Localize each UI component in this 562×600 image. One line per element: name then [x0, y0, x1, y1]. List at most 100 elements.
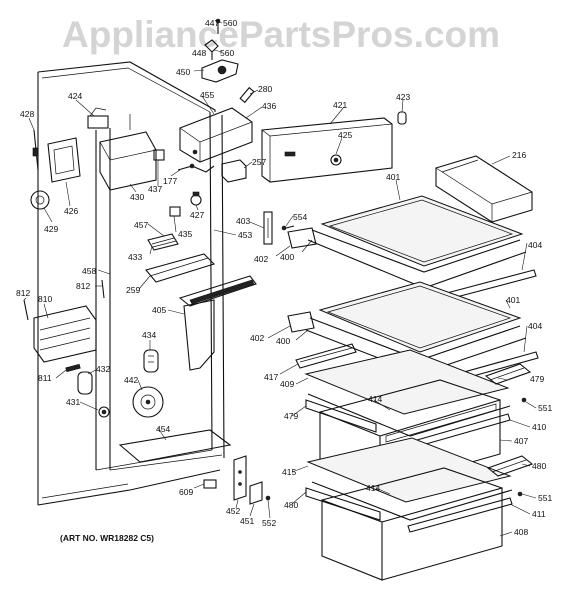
callout-402: 402	[250, 333, 264, 343]
callout-430: 430	[130, 192, 144, 202]
part-437-light-socket	[153, 149, 165, 161]
callout-177: 177	[163, 176, 177, 186]
callout-812: 812	[16, 288, 30, 298]
part-451-bracket	[249, 481, 263, 505]
callout-257: 257	[252, 157, 266, 167]
part-425-knob	[330, 154, 342, 166]
part-551-lower-screw	[517, 491, 523, 497]
part-408-lower-crisper-drawer	[321, 467, 503, 581]
callout-436: 436	[262, 101, 276, 111]
part-402-lower-shelf-support	[287, 311, 315, 333]
part-409-crisper-cover	[304, 349, 510, 415]
callout-424: 424	[68, 91, 82, 101]
callout-432: 432	[96, 364, 110, 374]
callout-404: 404	[528, 321, 542, 331]
callout-450: 450	[176, 67, 190, 77]
callout-551: 551	[538, 403, 552, 413]
part-431-knob	[98, 406, 110, 418]
part-812-left-pin	[23, 299, 29, 321]
part-427-light-bulb	[190, 191, 202, 206]
part-417-cover-support	[295, 343, 357, 369]
part-401-upper-glass-shelf	[320, 195, 524, 267]
callout-408: 408	[514, 527, 528, 537]
part-402-upper-shelf-support	[287, 227, 317, 249]
callout-431: 431	[66, 397, 80, 407]
callout-458: 458	[82, 266, 96, 276]
callout-429: 429	[44, 224, 58, 234]
callout-457: 457	[134, 220, 148, 230]
part-414-lower-cover-front	[311, 481, 513, 521]
part-403-bracket	[263, 211, 273, 245]
part-280-light-bulb	[239, 86, 255, 104]
callout-479: 479	[284, 411, 298, 421]
callout-479: 479	[530, 374, 544, 384]
part-551-upper-screw	[521, 397, 527, 403]
callout-425: 425	[338, 130, 352, 140]
part-448-bracket	[204, 39, 219, 60]
part-177-wire-harness	[177, 163, 215, 173]
callout-421: 421	[333, 100, 347, 110]
callout-259: 259	[126, 285, 140, 295]
part-434-damper	[143, 349, 159, 373]
part-435-socket	[169, 206, 181, 217]
callout-434: 434	[142, 330, 156, 340]
part-405-air-duct	[178, 275, 257, 371]
callout-452: 452	[226, 506, 240, 516]
callout-400: 400	[280, 252, 294, 262]
callout-407: 407	[514, 436, 528, 446]
part-812-right-pin	[101, 279, 105, 299]
callout-437: 437	[148, 184, 162, 194]
part-415-lower-cover	[306, 437, 512, 503]
callout-451: 451	[240, 516, 254, 526]
callout-411: 411	[532, 509, 546, 519]
callout-442: 442	[124, 375, 138, 385]
callout-417: 417	[264, 372, 278, 382]
callout-414: 414	[366, 483, 380, 493]
part-479-left-rail	[305, 399, 377, 433]
callout-554: 554	[293, 212, 307, 222]
part-428-wire	[32, 129, 39, 171]
callout-454: 454	[156, 424, 170, 434]
callout-551: 551	[538, 493, 552, 503]
callout-404: 404	[528, 240, 542, 250]
part-436-control-housing	[179, 107, 253, 163]
part-421-control-panel	[261, 117, 393, 183]
callout-480: 480	[284, 500, 298, 510]
watermark-text: AppliancePartsPros.com	[62, 14, 500, 55]
callout-labels: 447 560 448 560 450 280 455 436 421 423 …	[16, 18, 552, 537]
callout-403: 403	[236, 216, 250, 226]
part-552-screw	[265, 495, 271, 501]
art-number-caption: (ART NO. WR18282 C5)	[60, 533, 154, 543]
callout-401: 401	[506, 295, 520, 305]
part-433-grille	[147, 233, 179, 251]
callout-435: 435	[178, 229, 192, 239]
callout-414: 414	[368, 394, 382, 404]
callout-427: 427	[190, 210, 204, 220]
part-609-clip	[203, 479, 217, 489]
callout-560: 560	[223, 18, 237, 28]
part-424-switch	[87, 107, 109, 129]
callout-410: 410	[532, 422, 546, 432]
callout-433: 433	[128, 252, 142, 262]
part-554-screw	[281, 225, 295, 231]
part-257-cap	[221, 159, 247, 183]
part-429-fan-motor	[30, 190, 50, 210]
callout-423: 423	[396, 92, 410, 102]
callout-560: 560	[220, 48, 234, 58]
part-426-housing	[47, 137, 81, 183]
callout-402: 402	[254, 254, 268, 264]
part-479-right-rail	[484, 363, 532, 385]
callout-280: 280	[258, 84, 272, 94]
part-450-thermostat-knob	[201, 59, 239, 83]
part-480-left-rail	[305, 487, 381, 521]
callout-810: 810	[38, 294, 52, 304]
callout-609: 609	[179, 487, 193, 497]
callout-400: 400	[276, 336, 290, 346]
part-430-cover	[99, 131, 157, 191]
callout-405: 405	[152, 305, 166, 315]
callout-812: 812	[76, 281, 90, 291]
callout-480: 480	[532, 461, 546, 471]
callout-455: 455	[200, 90, 214, 100]
callout-448: 448	[192, 48, 206, 58]
part-811-wire	[65, 363, 81, 373]
